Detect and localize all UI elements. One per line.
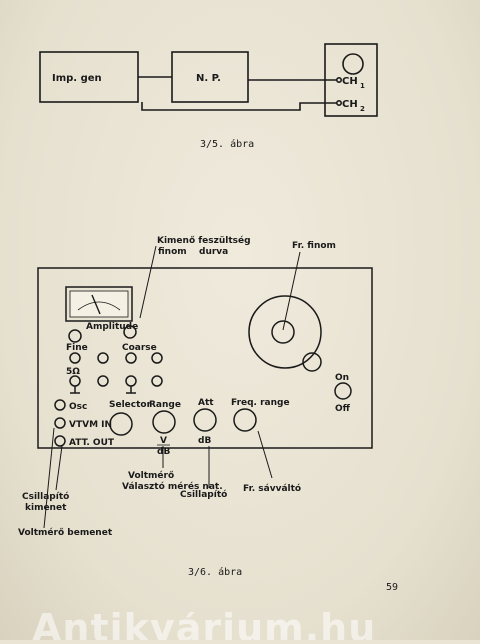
freq-range-label: Freq. range bbox=[231, 398, 290, 408]
coarse-knob[interactable] bbox=[123, 325, 137, 339]
ch2-terminal-icon bbox=[335, 100, 342, 107]
instrument-panel bbox=[37, 267, 373, 449]
annotation-csill-kimenet-2: kimenet bbox=[25, 503, 67, 513]
leader-voltmero-bemenet bbox=[43, 427, 55, 529]
watermark: Antikvárium.hu bbox=[0, 612, 480, 640]
selector-knob[interactable] bbox=[109, 412, 133, 436]
np-label: N. P. bbox=[196, 73, 221, 84]
panel-knob-r3-2[interactable] bbox=[97, 375, 109, 387]
vtvm-in-jack[interactable] bbox=[54, 417, 66, 429]
panel-knob-r3-4[interactable] bbox=[151, 375, 163, 387]
fine-knob[interactable] bbox=[68, 329, 82, 343]
panel-knob-r2-2[interactable] bbox=[97, 352, 109, 364]
freq-range-knob[interactable] bbox=[233, 408, 257, 432]
annotation-fr-finom: Fr. finom bbox=[292, 241, 336, 251]
att-out-label: ATT. OUT bbox=[69, 438, 115, 448]
ohm-terminal[interactable] bbox=[69, 375, 81, 387]
range-knob[interactable] bbox=[152, 410, 176, 434]
annotation-voltmero-bemenet: Voltmérő bemenet bbox=[18, 527, 113, 538]
impgen-label: Imp. gen bbox=[52, 73, 102, 84]
fr-finom-dial[interactable] bbox=[248, 295, 322, 369]
annotation-valaszto: Választó mérés nat. bbox=[122, 481, 223, 492]
meter-frame bbox=[65, 286, 133, 322]
annotation-fr-savvalto: Fr. sávváltó bbox=[243, 483, 301, 494]
page-number: 59 bbox=[386, 582, 398, 593]
vtvm-in-label: VTVM IN bbox=[69, 420, 112, 430]
att-label: Att bbox=[198, 398, 214, 408]
range-label: Range bbox=[149, 400, 181, 410]
panel-knob-r2-1[interactable] bbox=[69, 352, 81, 364]
oscilloscope-screen-icon bbox=[342, 53, 364, 75]
meter-face bbox=[69, 290, 129, 318]
amplitude-label: Amplitude bbox=[86, 322, 138, 332]
osc-label: Osc bbox=[69, 402, 87, 412]
panel-knob-r2-3[interactable] bbox=[125, 352, 137, 364]
range-db-label: dB bbox=[157, 447, 170, 457]
att-knob[interactable] bbox=[193, 408, 217, 432]
ch2-label: CH bbox=[342, 99, 358, 110]
leader-kimeno bbox=[139, 245, 157, 319]
leader-fr-finom bbox=[282, 251, 301, 331]
osc-jack[interactable] bbox=[54, 399, 66, 411]
leader-fr-savvalto bbox=[257, 430, 273, 479]
annotation-voltmero: Voltmérő bbox=[128, 470, 174, 481]
ohm-label: 5Ω bbox=[66, 367, 80, 377]
off-label: Off bbox=[335, 404, 351, 414]
watermark-text: Antikvárium.hu bbox=[32, 612, 377, 640]
att-db-label: dB bbox=[198, 436, 211, 446]
ch1-subscript: 1 bbox=[360, 82, 365, 90]
annotation-csillapito: Csillapító bbox=[180, 489, 227, 500]
leader-csill-kimenet bbox=[55, 445, 63, 491]
caption-3-5: 3/5. ábra bbox=[200, 138, 254, 150]
fine-label: Fine bbox=[66, 343, 88, 353]
wire-impgen-ch2 bbox=[141, 102, 337, 111]
fr-finom-small-knob[interactable] bbox=[302, 352, 322, 372]
annotation-csill-kimenet-1: Csillapító bbox=[22, 491, 69, 502]
ch2-subscript: 2 bbox=[360, 105, 365, 113]
meter-needle-icon bbox=[91, 294, 101, 315]
fr-finom-knob[interactable] bbox=[271, 320, 295, 344]
selector-label: Selector bbox=[109, 400, 152, 410]
ch1-label: CH bbox=[342, 76, 358, 87]
panel-knob-r2-4[interactable] bbox=[151, 352, 163, 364]
annotation-kimeno: Kimenő feszültség bbox=[157, 235, 251, 246]
on-label: On bbox=[335, 373, 349, 383]
range-v-label: V bbox=[160, 436, 167, 446]
coarse-label: Coarse bbox=[122, 343, 157, 353]
meter-scale-icon bbox=[77, 301, 121, 311]
att-out-jack[interactable] bbox=[54, 435, 66, 447]
caption-3-6: 3/6. ábra bbox=[188, 566, 242, 578]
ch1-terminal-icon bbox=[335, 77, 342, 84]
on-off-switch[interactable] bbox=[334, 382, 352, 400]
annotation-finom: finom bbox=[158, 247, 187, 257]
ground-terminal[interactable] bbox=[125, 375, 137, 387]
annotation-durva: durva bbox=[199, 247, 228, 257]
